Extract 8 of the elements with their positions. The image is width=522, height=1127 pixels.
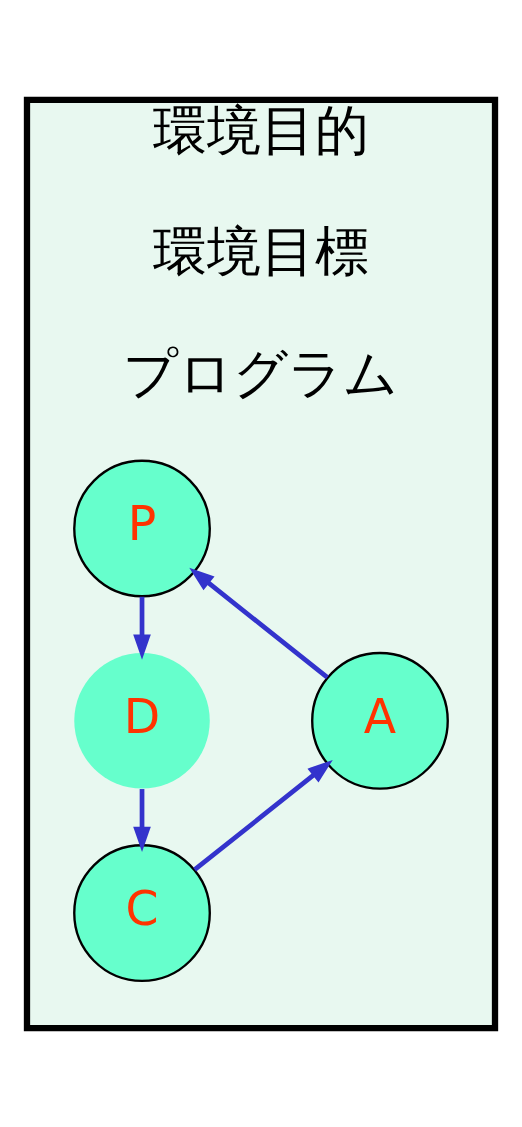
node-circle: D [74,652,210,789]
node-circle: A [311,651,449,790]
arrow [133,788,151,852]
arrow [189,567,329,679]
arrow [133,596,151,660]
arrow [193,759,333,871]
node-circle: P [73,459,211,597]
node-circle: C [73,843,211,982]
